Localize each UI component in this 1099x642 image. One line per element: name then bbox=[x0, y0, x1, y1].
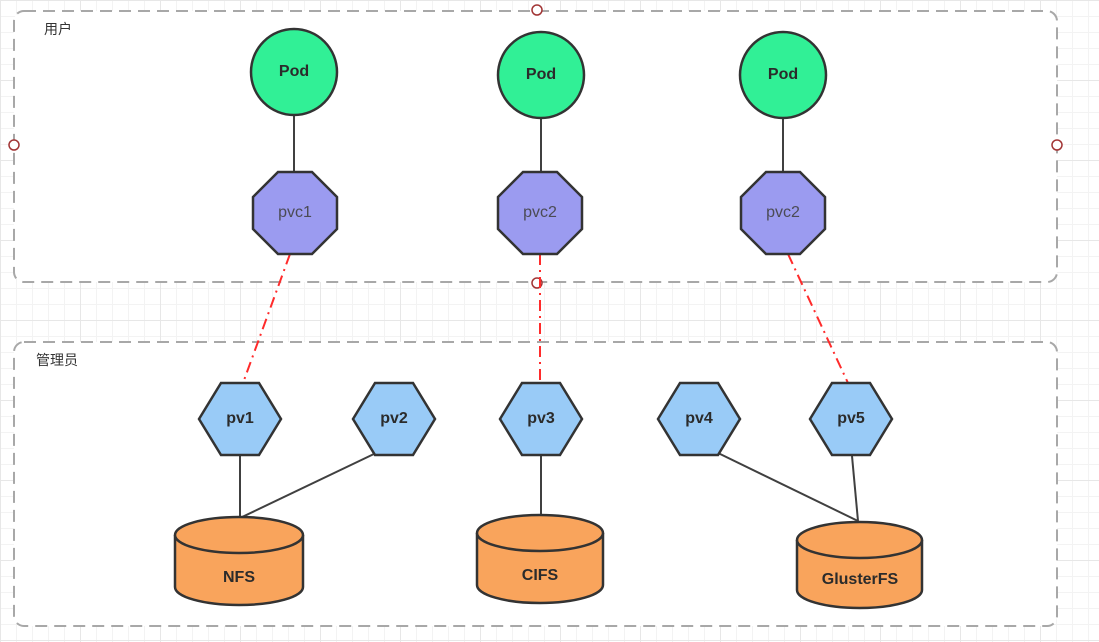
storage-nfs-label: NFS bbox=[223, 569, 255, 586]
anchor-left-icon[interactable] bbox=[8, 139, 20, 151]
pv-4-shape[interactable] bbox=[656, 381, 742, 457]
storage-glusterfs-body[interactable] bbox=[795, 540, 924, 610]
pvc-2-label: pvc2 bbox=[523, 204, 557, 221]
anchor-top-icon[interactable] bbox=[531, 4, 543, 16]
edge-pv2-nfs[interactable] bbox=[239, 452, 377, 519]
edge-pvc2r-pv5[interactable] bbox=[787, 253, 849, 384]
pvc-1-shape[interactable] bbox=[251, 170, 339, 256]
pod-2-shape[interactable] bbox=[496, 30, 586, 120]
pv-2-shape[interactable] bbox=[351, 381, 437, 457]
edge-pv4-glusterfs[interactable] bbox=[715, 451, 859, 522]
pvc-1-label: pvc1 bbox=[278, 204, 312, 221]
pod-2-label: Pod bbox=[525, 66, 557, 83]
container-user-label: 用户 bbox=[44, 21, 72, 37]
edge-pv5-glusterfs[interactable] bbox=[851, 455, 859, 522]
storage-nfs-top[interactable] bbox=[173, 515, 305, 555]
pod-1-shape[interactable] bbox=[249, 27, 339, 117]
anchor-right-icon[interactable] bbox=[1051, 139, 1063, 151]
pod-3-shape[interactable] bbox=[738, 30, 828, 120]
pod-1-label: Pod bbox=[278, 63, 310, 80]
storage-cifs-top[interactable] bbox=[475, 513, 605, 553]
pvc-3-label: pvc2 bbox=[766, 204, 800, 221]
pv-5-label: pv5 bbox=[837, 410, 865, 427]
pvc-3-shape[interactable] bbox=[739, 170, 827, 256]
container-admin-label: 管理员 bbox=[36, 352, 78, 368]
pv-3-shape[interactable] bbox=[498, 381, 584, 457]
pv-1-label: pv1 bbox=[226, 410, 254, 427]
pvc-2-shape[interactable] bbox=[496, 170, 584, 256]
storage-glusterfs-top[interactable] bbox=[795, 520, 924, 560]
pv-1-shape[interactable] bbox=[197, 381, 283, 457]
storage-cifs-body[interactable] bbox=[475, 533, 605, 605]
pv-4-label: pv4 bbox=[685, 410, 713, 427]
storage-glusterfs-label: GlusterFS bbox=[821, 571, 899, 588]
pv-5-shape[interactable] bbox=[808, 381, 894, 457]
pod-3-label: Pod bbox=[767, 66, 799, 83]
storage-cifs-label: CIFS bbox=[521, 567, 559, 584]
pv-2-label: pv2 bbox=[380, 410, 408, 427]
storage-nfs-body[interactable] bbox=[173, 535, 305, 607]
pv-3-label: pv3 bbox=[527, 410, 555, 427]
